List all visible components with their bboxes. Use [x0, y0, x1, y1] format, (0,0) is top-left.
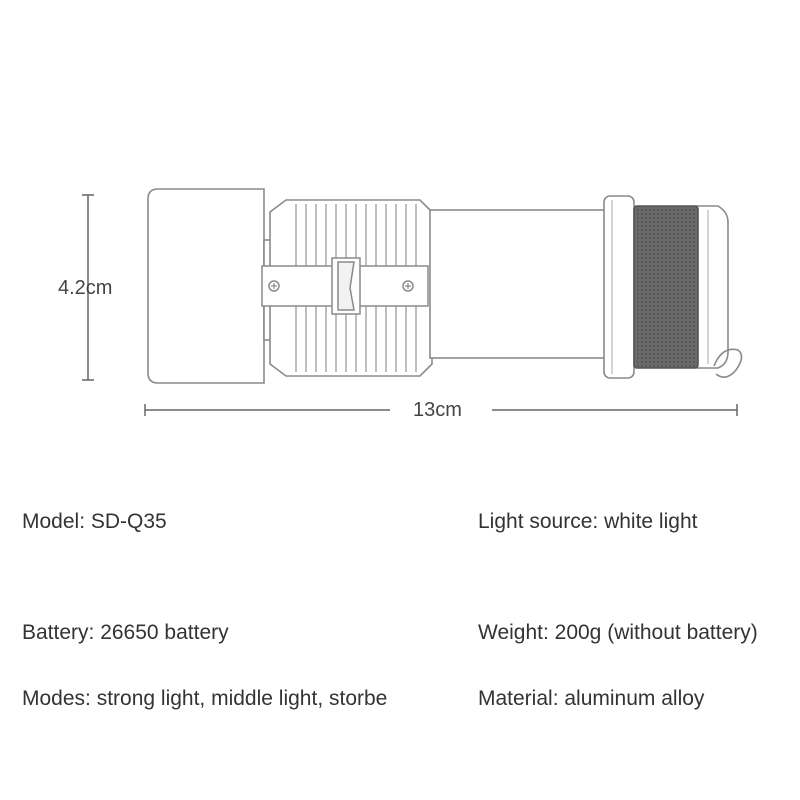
flashlight-tail-end [695, 205, 729, 369]
length-dimension-line [144, 404, 738, 416]
spec-weight: Weight: 200g (without battery) [478, 621, 758, 644]
spec-model: Model: SD-Q35 [22, 510, 167, 533]
lanyard-loop [713, 348, 743, 378]
spec-battery: Battery: 26650 battery [22, 621, 229, 644]
flashlight-head [147, 188, 265, 384]
flashlight-tube [429, 209, 609, 359]
height-dimension-line [82, 194, 94, 381]
length-label: 13cm [413, 399, 462, 421]
clip-band [261, 257, 429, 315]
knurled-grip [633, 205, 699, 369]
flashlight-diagram [82, 188, 743, 416]
flashlight-tail-ring [603, 195, 635, 379]
spec-modes: Modes: strong light, middle light, storb… [22, 687, 388, 710]
spec-light-source: Light source: white light [478, 510, 698, 533]
height-label: 4.2cm [58, 277, 113, 299]
spec-material: Material: aluminum alloy [478, 687, 705, 710]
